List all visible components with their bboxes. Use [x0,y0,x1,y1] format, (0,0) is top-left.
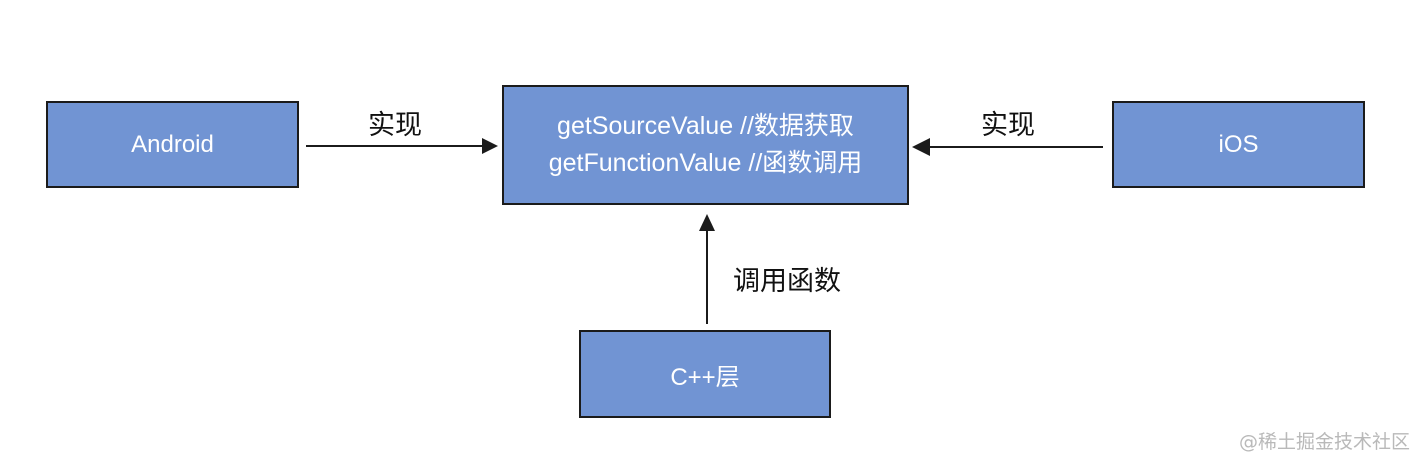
edge-ios-to-center [912,138,1103,156]
cpp-node: C++层 [579,330,831,418]
center-node: getSourceValue //数据获取 getFunctionValue /… [502,85,909,205]
cpp-node-label: C++层 [670,363,740,391]
android-node: Android [46,101,299,188]
edge-label-ios: 实现 [981,110,1035,141]
watermark: @稀土掘金技术社区 [1238,431,1410,453]
edge-label-android: 实现 [368,110,422,141]
ios-node: iOS [1112,101,1365,188]
center-node-line-1: getSourceValue //数据获取 [557,112,854,140]
edge-android-to-center [306,138,498,154]
android-node-label: Android [131,130,214,158]
edge-label-cpp: 调用函数 [733,266,841,297]
center-node-line-2: getFunctionValue //函数调用 [548,149,863,177]
ios-node-label: iOS [1218,130,1259,158]
edge-cpp-to-center [699,214,715,324]
